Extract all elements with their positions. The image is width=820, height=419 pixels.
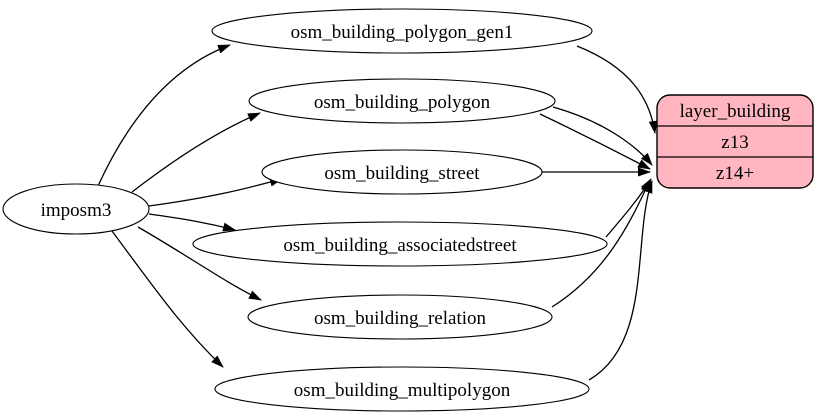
edge-polygon-gen1-z13	[576, 45, 658, 134]
multipolygon-label: osm_building_multipolygon	[294, 380, 511, 401]
polygon-gen1-ellipse	[211, 8, 593, 54]
street-ellipse	[261, 149, 543, 195]
edge-polygon-z14-a	[552, 106, 653, 166]
layer-building-row-z14: z14+	[716, 163, 754, 184]
node-imposm3: imposm3	[2, 183, 150, 235]
edge-imposm3-street	[148, 177, 283, 207]
polygon-gen1-label: osm_building_polygon_gen1	[291, 22, 514, 43]
edge-imposm3-polygon-gen1	[97, 44, 231, 187]
edge-imposm3-polygon	[131, 112, 261, 193]
layer-building-row-z13: z13	[721, 132, 748, 153]
imposm3-ellipse	[2, 183, 150, 235]
edge-imposm3-associatedstreet	[148, 213, 236, 232]
layer-building-title: layer_building	[680, 101, 791, 122]
edge-polygon-z14-b	[539, 113, 651, 170]
node-osm-building-multipolygon: osm_building_multipolygon	[214, 366, 590, 412]
edge-multipolygon-z14	[588, 180, 653, 381]
polygon-ellipse	[248, 78, 556, 124]
node-osm-building-polygon-gen1: osm_building_polygon_gen1	[211, 8, 593, 54]
edge-imposm3-multipolygon	[111, 230, 224, 368]
polygon-label: osm_building_polygon	[314, 92, 491, 113]
node-osm-building-relation: osm_building_relation	[247, 294, 553, 340]
edge-associatedstreet-z14	[605, 178, 652, 238]
edge-imposm3-relation	[137, 226, 262, 301]
layer-building-box	[656, 94, 814, 189]
node-layer-building: layer_building z13 z14+	[656, 94, 814, 189]
edge-relation-z14	[551, 179, 651, 308]
associatedstreet-ellipse	[192, 221, 608, 267]
imposm3-label: imposm3	[41, 200, 112, 221]
node-osm-building-street: osm_building_street	[261, 149, 543, 195]
associatedstreet-label: osm_building_associatedstreet	[283, 235, 517, 256]
relation-ellipse	[247, 294, 553, 340]
relation-label: osm_building_relation	[314, 308, 487, 329]
street-label: osm_building_street	[324, 163, 480, 184]
edges-imposm3-to-tables	[97, 44, 283, 368]
multipolygon-ellipse	[214, 366, 590, 412]
edges-tables-to-layer	[539, 45, 658, 381]
node-osm-building-associatedstreet: osm_building_associatedstreet	[192, 221, 608, 267]
node-osm-building-polygon: osm_building_polygon	[248, 78, 556, 124]
